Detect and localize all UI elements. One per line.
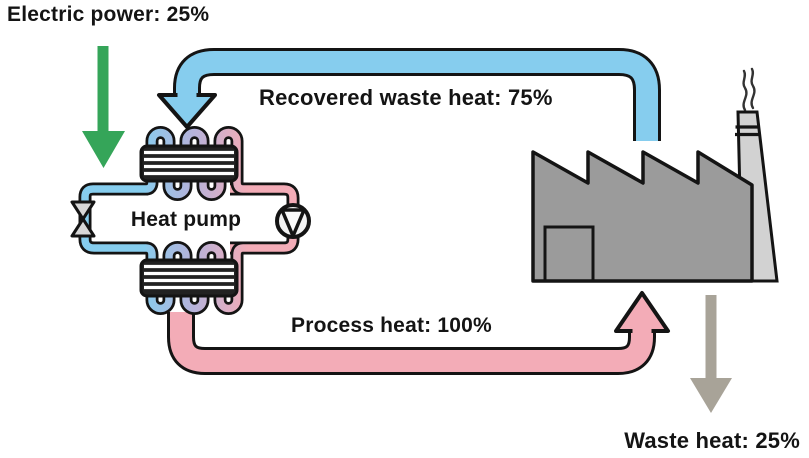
process-heat-label: Process heat: 100% bbox=[291, 314, 492, 337]
recovered-waste-heat-arrowhead bbox=[157, 93, 217, 129]
recovered-waste-heat-arrow-icon bbox=[157, 48, 661, 141]
expansion-valve-icon bbox=[70, 200, 96, 238]
chimney-bands bbox=[735, 125, 761, 137]
waste-heat-arrow-icon bbox=[690, 295, 732, 413]
process-heat-arrow-body bbox=[170, 312, 653, 372]
heat-exchanger-top-icon bbox=[139, 144, 239, 183]
factory-door bbox=[543, 225, 595, 283]
factory-building bbox=[531, 150, 754, 283]
electric-power-label: Electric power: 25% bbox=[7, 3, 210, 26]
recovered-waste-heat-arrow-body bbox=[176, 51, 658, 141]
waste-heat-label: Waste heat: 25% bbox=[624, 428, 800, 453]
heat-exchanger-bottom-icon bbox=[139, 258, 239, 298]
smoke-icon bbox=[750, 67, 756, 110]
electric-power-arrow-icon bbox=[82, 46, 125, 168]
heat-pump-icon bbox=[70, 126, 311, 315]
factory-icon bbox=[531, 67, 779, 283]
compressor-icon bbox=[275, 203, 311, 239]
process-heat-arrow-icon bbox=[167, 291, 670, 375]
process-heat-arrowhead bbox=[614, 291, 670, 333]
coil-top bbox=[145, 128, 248, 199]
recovered-waste-heat-label: Recovered waste heat: 75% bbox=[259, 85, 553, 110]
coil-bottom bbox=[145, 243, 248, 313]
arrow-joint-patch bbox=[177, 90, 197, 99]
arrow-joint-patch bbox=[632, 326, 652, 336]
smoke-icon bbox=[742, 69, 748, 112]
heat-pump-label: Heat pump bbox=[130, 208, 242, 231]
